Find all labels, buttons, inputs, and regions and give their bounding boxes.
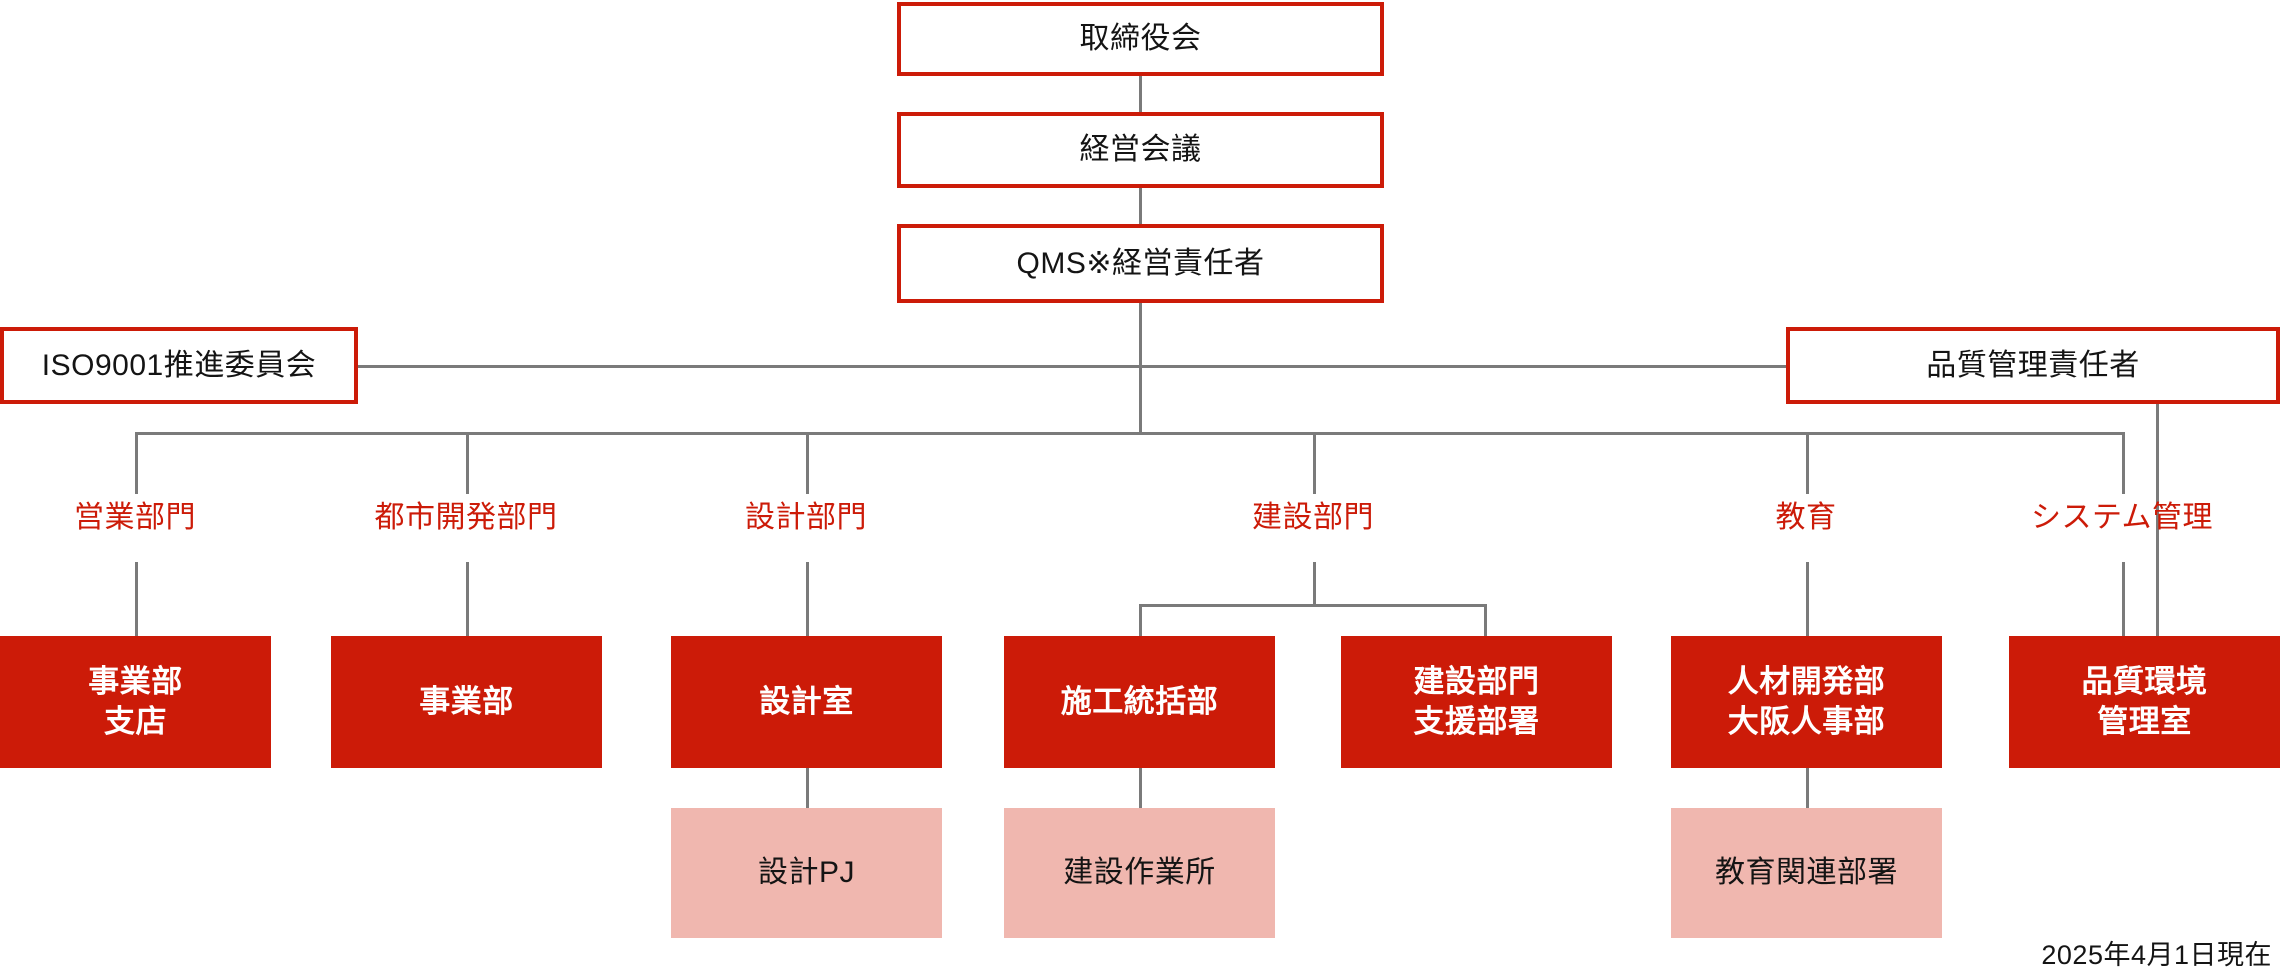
connector-design-to-unit <box>806 562 809 638</box>
unit-box-sales-branch-line2: 支店 <box>104 704 167 739</box>
division-label-system-management: システム管理 <box>2030 501 2214 534</box>
unit-box-sales-branch-line1: 事業部 <box>88 663 183 699</box>
division-label-construction: 建設部門 <box>1252 501 1374 534</box>
unit-box-urban-business-line1: 事業部 <box>419 683 514 719</box>
unit-box-hr-development-line2: 大阪人事部 <box>1727 704 1886 739</box>
box-iso9001-promotion-committee[interactable]: ISO9001推進委員会 <box>0 327 358 404</box>
division-label-design: 設計部門 <box>745 501 867 534</box>
subunit-box-construction-site[interactable]: 建設作業所 <box>1004 808 1275 938</box>
division-label-sales: 営業部門 <box>74 501 196 534</box>
unit-box-hr-development[interactable]: 人材開発部 大阪人事部 <box>1671 636 1942 768</box>
subunit-box-design-pj[interactable]: 設計PJ <box>671 808 942 938</box>
unit-box-construction-support-line1: 建設部門 <box>1413 663 1540 699</box>
unit-box-quality-environment-office-line2: 管理室 <box>2097 704 2192 739</box>
construction-sub-bus <box>1139 604 1487 607</box>
box-management-meeting[interactable]: 経営会議 <box>897 112 1384 188</box>
box-board-of-directors[interactable]: 取締役会 <box>897 2 1384 76</box>
box-management-meeting-label: 経営会議 <box>1079 133 1202 167</box>
connector-sub-to-support <box>1484 604 1487 638</box>
box-qms-management-representative[interactable]: QMS※経営責任者 <box>897 224 1384 303</box>
connector-qms-side-bus <box>355 365 2160 368</box>
connector-bus-to-urban <box>466 432 469 494</box>
subunit-box-education-departments[interactable]: 教育関連部署 <box>1671 808 1942 938</box>
connector-sub-to-koji <box>1139 604 1142 638</box>
division-label-education: 教育 <box>1775 501 1837 534</box>
division-label-urban-development: 都市開発部門 <box>374 501 558 534</box>
subunit-box-education-departments-label: 教育関連部署 <box>1715 856 1898 890</box>
connector-education-to-unit <box>1806 562 1809 638</box>
unit-box-design-office-line1: 設計室 <box>759 683 854 719</box>
unit-box-urban-business[interactable]: 事業部 <box>331 636 602 768</box>
connector-bus-to-system <box>2122 432 2125 494</box>
connector-urban-to-unit <box>466 562 469 638</box>
unit-box-quality-environment-office[interactable]: 品質環境 管理室 <box>2009 636 2280 768</box>
connector-koji-to-site <box>1139 768 1142 808</box>
connector-hr-to-edu-depts <box>1806 768 1809 808</box>
box-iso9001-promotion-committee-label: ISO9001推進委員会 <box>41 348 317 382</box>
connector-bus-to-construction <box>1313 432 1316 494</box>
connector-system-to-unit <box>2122 562 2125 638</box>
unit-box-design-office[interactable]: 設計室 <box>671 636 942 768</box>
connector-qa-manager-to-qa-office <box>2156 365 2159 638</box>
box-quality-management-representative-label: 品質管理責任者 <box>1926 348 2140 382</box>
box-quality-management-representative[interactable]: 品質管理責任者 <box>1786 327 2280 404</box>
unit-box-construction-support[interactable]: 建設部門 支援部署 <box>1341 636 1612 768</box>
subunit-box-construction-site-label: 建設作業所 <box>1063 856 1216 890</box>
unit-box-sales-branch[interactable]: 事業部 支店 <box>0 636 271 768</box>
unit-box-quality-environment-office-line1: 品質環境 <box>2081 663 2208 699</box>
connector-board-to-meeting <box>1139 76 1142 114</box>
unit-box-construction-control-line1: 施工統括部 <box>1060 683 1219 719</box>
connector-sales-to-unit <box>135 562 138 638</box>
box-qms-management-representative-label: QMS※経営責任者 <box>1016 246 1265 280</box>
unit-box-hr-development-line1: 人材開発部 <box>1727 663 1886 699</box>
division-bus <box>135 432 2125 435</box>
connector-design-office-to-pj <box>806 768 809 808</box>
connector-bus-to-sales <box>135 432 138 494</box>
unit-box-construction-support-line2: 支援部署 <box>1413 704 1540 739</box>
subunit-box-design-pj-label: 設計PJ <box>757 856 855 890</box>
connector-construction-stem <box>1313 562 1316 606</box>
connector-bus-to-education <box>1806 432 1809 494</box>
connector-meeting-to-qms <box>1139 188 1142 226</box>
connector-qms-to-sidebar <box>1139 303 1142 367</box>
connector-bus-to-design <box>806 432 809 494</box>
footer-date: 2025年4月1日現在 <box>2041 940 2272 970</box>
box-board-of-directors-label: 取締役会 <box>1079 22 1202 56</box>
connector-sidebar-to-division-bus <box>1139 365 1142 434</box>
unit-box-construction-control[interactable]: 施工統括部 <box>1004 636 1275 768</box>
